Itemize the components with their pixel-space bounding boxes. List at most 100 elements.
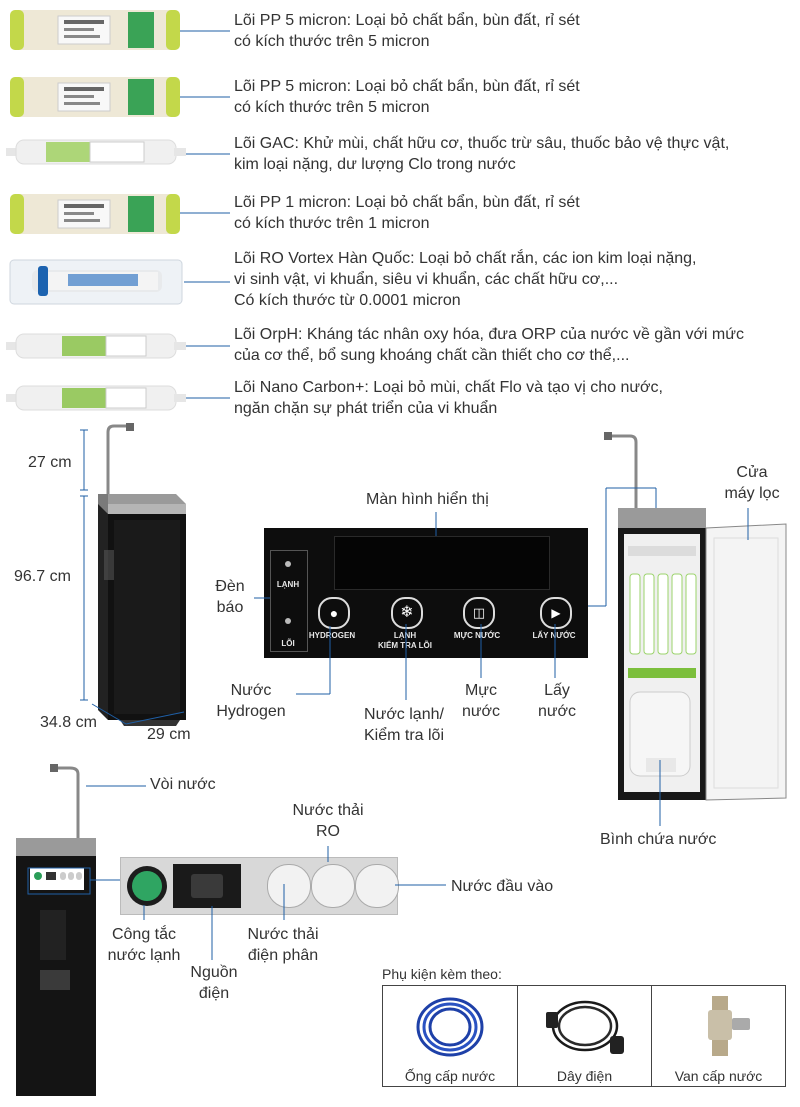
filter-desc-ro: Lõi RO Vortex Hàn Quốc: Loại bỏ chất rắn…: [234, 248, 696, 311]
cold-button-label-1: LẠNH: [393, 631, 417, 640]
dimension-depth: 34.8 cm: [40, 714, 97, 731]
filter-pp5-image-2: [10, 77, 180, 117]
callout-line: Nước thải: [247, 926, 319, 943]
cold-switch[interactable]: [127, 866, 167, 906]
filter-gac-image: [6, 139, 186, 165]
dispense-button-label: LẤY NƯỚC: [532, 631, 576, 640]
led-filter-label: LÕI: [281, 639, 295, 648]
filter-pp1-image: [10, 194, 180, 234]
accessory-caption: Van cấp nước: [674, 1068, 763, 1084]
dispense-button[interactable]: ▶: [540, 597, 572, 629]
dimension-height-top: 27 cm: [28, 454, 72, 471]
led-cold-label: LẠNH: [276, 580, 300, 589]
hydrogen-callout: Nước Hydrogen: [206, 680, 296, 722]
water-inlet-callout: Nước đầu vào: [451, 878, 554, 895]
callout-line: Lấy: [544, 682, 570, 699]
callout-line: Kiểm tra lõi: [363, 727, 445, 744]
machine-open-cabinet-illustration: [604, 432, 787, 801]
tank-callout: Bình chứa nước: [600, 831, 717, 848]
callout-line: điện phân: [247, 947, 319, 964]
dimension-width: 29 cm: [147, 726, 191, 743]
filter-desc-line: Lõi GAC: Khử mùi, chất hữu cơ, thuốc trừ…: [234, 135, 730, 152]
callout-line: Nước lạnh/: [364, 706, 444, 723]
cup-icon: ◫: [472, 605, 486, 620]
filter-desc-line: kim loại nặng, dư lượng Clo trong nước: [234, 156, 516, 173]
filter-desc-line: Có kích thước từ 0.0001 micron: [234, 292, 461, 309]
filter-ro-image: [9, 259, 183, 305]
accessory-caption: Dây điện: [556, 1068, 613, 1084]
switch-callout: Công tắc nước lạnh: [102, 924, 186, 966]
filter-orph-image: [6, 333, 186, 359]
filter-desc-gac: Lõi GAC: Khử mùi, chất hữu cơ, thuốc trừ…: [234, 133, 729, 175]
callout-line: Nước: [230, 682, 272, 699]
filter-pp5-image-1: [10, 10, 180, 50]
filter-desc-line: có kích thước trên 5 micron: [234, 99, 430, 116]
waste-ro-callout: Nước thải RO: [282, 800, 374, 842]
dimension-height-body: 96.7 cm: [14, 568, 71, 585]
waste-ro-port[interactable]: [311, 864, 355, 908]
faucet-callout: Vòi nước: [150, 776, 216, 793]
dispense-callout: Lấy nước: [532, 680, 582, 722]
machine-front-illustration: [98, 423, 186, 726]
water-inlet-port[interactable]: [355, 864, 399, 908]
filter-desc-line: có kích thước trên 1 micron: [234, 215, 430, 232]
filter-desc-orph: Lõi OrpH: Kháng tác nhân oxy hóa, đưa OR…: [234, 324, 744, 366]
indicator-group: [270, 550, 308, 652]
hydrogen-button-label: HYDROGEN: [308, 631, 356, 640]
filter-desc-line: Lõi PP 1 micron: Loại bỏ chất bẩn, bùn đ…: [234, 194, 580, 211]
accessory-valve: Van cấp nước: [651, 985, 786, 1087]
accessory-water-pipe: Ống cấp nước: [382, 985, 518, 1087]
switch-icon: [132, 871, 162, 901]
accessory-power-cable: Dây điện: [517, 985, 652, 1087]
filter-desc-line: Lõi PP 5 micron: Loại bỏ chất bẩn, bùn đ…: [234, 78, 580, 95]
water-pipe-icon: [416, 997, 484, 1057]
waste-electrolysis-callout: Nước thải điện phân: [240, 924, 326, 966]
valve-icon: [708, 996, 750, 1056]
filter-desc-line: Lõi PP 5 micron: Loại bỏ chất bẩn, bùn đ…: [234, 12, 580, 29]
door-callout: Cửa máy lọc: [712, 462, 792, 504]
water-level-button-label: MỰC NƯỚC: [453, 631, 501, 640]
callout-line: nước: [537, 703, 577, 720]
water-level-button[interactable]: ◫: [463, 597, 495, 629]
filter-desc-line: vi sinh vật, vi khuẩn, siêu vi khuẩn, cá…: [234, 271, 619, 288]
water-level-callout: Mực nước: [456, 680, 506, 722]
filter-desc-pp1: Lõi PP 1 micron: Loại bỏ chất bẩn, bùn đ…: [234, 192, 580, 234]
accessory-caption: Ống cấp nước: [404, 1068, 496, 1084]
cold-callout: Nước lạnh/ Kiểm tra lõi: [354, 704, 454, 746]
power-cable-icon: [546, 1000, 624, 1054]
machine-back-illustration: [16, 764, 96, 1096]
callout-line: Nước thải: [292, 802, 364, 819]
back-connector-panel: [120, 857, 399, 915]
filter-nano-carbon-image: [6, 385, 186, 411]
play-icon: ▶: [551, 606, 561, 620]
callout-line: Nguồn: [190, 964, 238, 981]
callout-line: Đèn: [215, 578, 245, 595]
callout-line: báo: [216, 599, 244, 616]
highlight-box: [27, 867, 91, 895]
leader-line: [91, 703, 127, 725]
waste-electrolysis-port[interactable]: [267, 864, 311, 908]
accessories-title: Phụ kiện kèm theo:: [382, 966, 502, 982]
filter-desc-pp5-2: Lõi PP 5 micron: Loại bỏ chất bẩn, bùn đ…: [234, 76, 580, 118]
callout-line: RO: [316, 823, 340, 840]
power-socket[interactable]: [173, 864, 241, 908]
hydrogen-button[interactable]: ●: [318, 597, 350, 629]
filter-desc-line: Lõi Nano Carbon+: Loại bỏ mùi, chất Flo …: [234, 379, 663, 396]
callout-line: Hydrogen: [216, 703, 286, 720]
filter-desc-line: của cơ thể, bổ sung khoáng chất cần thiế…: [234, 347, 630, 364]
leader-line: [125, 711, 185, 725]
callout-line: nước: [461, 703, 501, 720]
callout-line: Mực: [464, 682, 498, 699]
power-callout: Nguồn điện: [184, 962, 244, 1004]
callout-line: Cửa: [736, 464, 768, 481]
indicator-callout: Đèn báo: [208, 576, 252, 618]
filter-desc-pp5-1: Lõi PP 5 micron: Loại bỏ chất bẩn, bùn đ…: [234, 10, 580, 52]
snowflake-icon: ❄: [400, 604, 414, 621]
callout-line: nước lạnh: [107, 947, 181, 964]
display-screen: [334, 536, 550, 590]
screen-label: Màn hình hiển thị: [366, 491, 489, 508]
cold-button[interactable]: ❄: [391, 597, 423, 629]
callout-line: điện: [198, 985, 230, 1002]
cold-button-label-2: KIỂM TRA LÕI: [378, 641, 432, 650]
